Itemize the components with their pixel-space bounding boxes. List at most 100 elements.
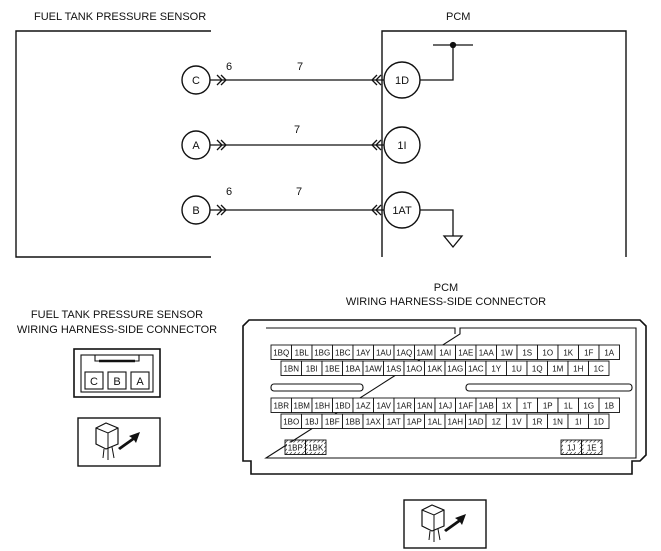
pcm-pin-label: 1A <box>604 349 614 358</box>
wire-b-left-number: 6 <box>226 186 232 198</box>
pcm-pin-label: 1BG <box>314 349 330 358</box>
pcm-pin-label: 1Q <box>532 365 543 374</box>
pcm-pin-label: 1I <box>575 418 582 427</box>
pcm-pin-cell <box>588 413 610 429</box>
pcm-pin-label: 1BE <box>325 365 340 374</box>
pcm-pin-label: 1BH <box>314 402 330 411</box>
pcm-pin-label: 1L <box>564 402 573 411</box>
pcm-pin-label: 1K <box>563 349 573 358</box>
pcm-pin-1d-label: 1D <box>395 75 409 87</box>
pcm-pin-label: 1AH <box>447 418 463 427</box>
pcm-pin-label: 1Y <box>491 365 501 374</box>
sensor-pin-c-label: C <box>192 75 200 87</box>
pcm-pin-1d: 1D <box>383 61 421 99</box>
wire-a-mid-number: 7 <box>294 124 300 136</box>
pcm-pin-label: 1AJ <box>438 402 452 411</box>
pcm-pin-label: 1U <box>512 365 522 374</box>
pcm-pin-label-bg <box>307 442 324 452</box>
pcm-pin-label: 1AS <box>386 365 401 374</box>
sensor-connector-pin-a: A <box>136 376 144 388</box>
pcm-pin-1i-label: 1I <box>397 140 406 152</box>
wire-b-1at <box>210 204 384 216</box>
sensor-connector-face: C B A <box>73 348 161 398</box>
pcm-pin-label: 1BI <box>306 365 318 374</box>
pcm-pin-label: 1AD <box>468 418 484 427</box>
pcm-pin-label: 1AO <box>406 365 422 374</box>
pcm-pin-label: 1BD <box>335 402 351 411</box>
pcm-connector-title-1: PCM <box>434 282 458 294</box>
wire-c-mid-number: 7 <box>297 61 303 73</box>
sensor-pin-c: C <box>181 65 211 95</box>
pcm-pin-label: 1AQ <box>396 349 412 358</box>
pcm-pin-1i: 1I <box>383 126 421 164</box>
pcm-pin-label: 1AX <box>366 418 382 427</box>
pcm-pin-label: 1X <box>502 402 512 411</box>
pcm-pin-label: 1AG <box>447 365 463 374</box>
pcm-pin-1at-label: 1AT <box>392 205 412 217</box>
pcm-box <box>381 30 627 257</box>
pcm-pin-label: 1AM <box>417 349 434 358</box>
pcm-connector-housing <box>242 319 647 475</box>
pcm-pin-cell <box>598 344 620 360</box>
pcm-pin-label: 1BK <box>308 444 324 453</box>
pcm-pin-label: 1J <box>567 444 575 453</box>
sensor-box <box>15 30 211 258</box>
connector-view-icon <box>403 499 487 549</box>
pcm-pin-label: 1BC <box>335 349 351 358</box>
pcm-pin-label: 1BL <box>295 349 310 358</box>
pcm-pin-label: 1Z <box>492 418 501 427</box>
pcm-pin-label: 1BQ <box>273 349 289 358</box>
pcm-pin-label: 1V <box>512 418 522 427</box>
pcm-pin-label: 1M <box>552 365 563 374</box>
pcm-pin-label: 1AY <box>356 349 371 358</box>
wire-b-mid-number: 7 <box>296 186 302 198</box>
connector-view-icon <box>77 417 161 467</box>
pcm-internal-junction <box>420 41 473 81</box>
pcm-pin-label: 1AV <box>376 402 391 411</box>
pcm-pin-label: 1S <box>522 349 532 358</box>
pcm-pin-label: 1BP <box>288 444 303 453</box>
pcm-pin-label: 1W <box>501 349 513 358</box>
sensor-pin-a: A <box>181 130 211 160</box>
pcm-pin-label: 1D <box>594 418 604 427</box>
pcm-pin-label: 1AK <box>427 365 443 374</box>
pcm-pin-label: 1N <box>553 418 563 427</box>
pcm-pin-label: 1AL <box>428 418 443 427</box>
sensor-connector-title-1: FUEL TANK PRESSURE SENSOR <box>31 309 203 321</box>
pcm-pin-1at: 1AT <box>383 191 421 229</box>
pcm-title: PCM <box>446 11 470 23</box>
pcm-pin-cell <box>598 397 620 413</box>
pcm-pin-label: 1G <box>583 402 594 411</box>
pcm-pin-label: 1AE <box>458 349 473 358</box>
pcm-pin-label: 1AC <box>468 365 484 374</box>
pcm-pin-label: 1AN <box>417 402 433 411</box>
pcm-pin-label: 1BR <box>273 402 289 411</box>
pcm-pin-label: 1AA <box>479 349 495 358</box>
sensor-connector-pin-b: B <box>113 376 120 388</box>
pcm-pin-label: 1AZ <box>356 402 371 411</box>
pcm-pin-cell <box>588 360 610 376</box>
sensor-pin-b: B <box>181 195 211 225</box>
pcm-pin-label: 1BJ <box>305 418 319 427</box>
pcm-pin-label: 1R <box>532 418 542 427</box>
pcm-pin-label-bg <box>287 442 304 452</box>
pcm-pin-label: 1H <box>573 365 583 374</box>
pcm-pin-label: 1BN <box>283 365 299 374</box>
pcm-pin-label: 1T <box>523 402 532 411</box>
pcm-pin-label: 1AT <box>387 418 401 427</box>
pcm-pin-label: 1BF <box>325 418 340 427</box>
wire-c-left-number: 6 <box>226 61 232 73</box>
pcm-pin-label: 1BO <box>283 418 299 427</box>
pcm-pin-label: 1B <box>604 402 614 411</box>
pcm-connector-title-2: WIRING HARNESS-SIDE CONNECTOR <box>346 296 546 308</box>
pcm-pin-label-bg <box>583 442 600 452</box>
sensor-title: FUEL TANK PRESSURE SENSOR <box>34 11 206 23</box>
pcm-pin-label: 1BB <box>345 418 360 427</box>
pcm-pin-label: 1F <box>584 349 593 358</box>
pcm-pin-label: 1BM <box>294 402 311 411</box>
pcm-pin-label: 1AI <box>439 349 451 358</box>
wire-c-1d <box>210 74 384 86</box>
sensor-pin-a-label: A <box>192 140 200 152</box>
